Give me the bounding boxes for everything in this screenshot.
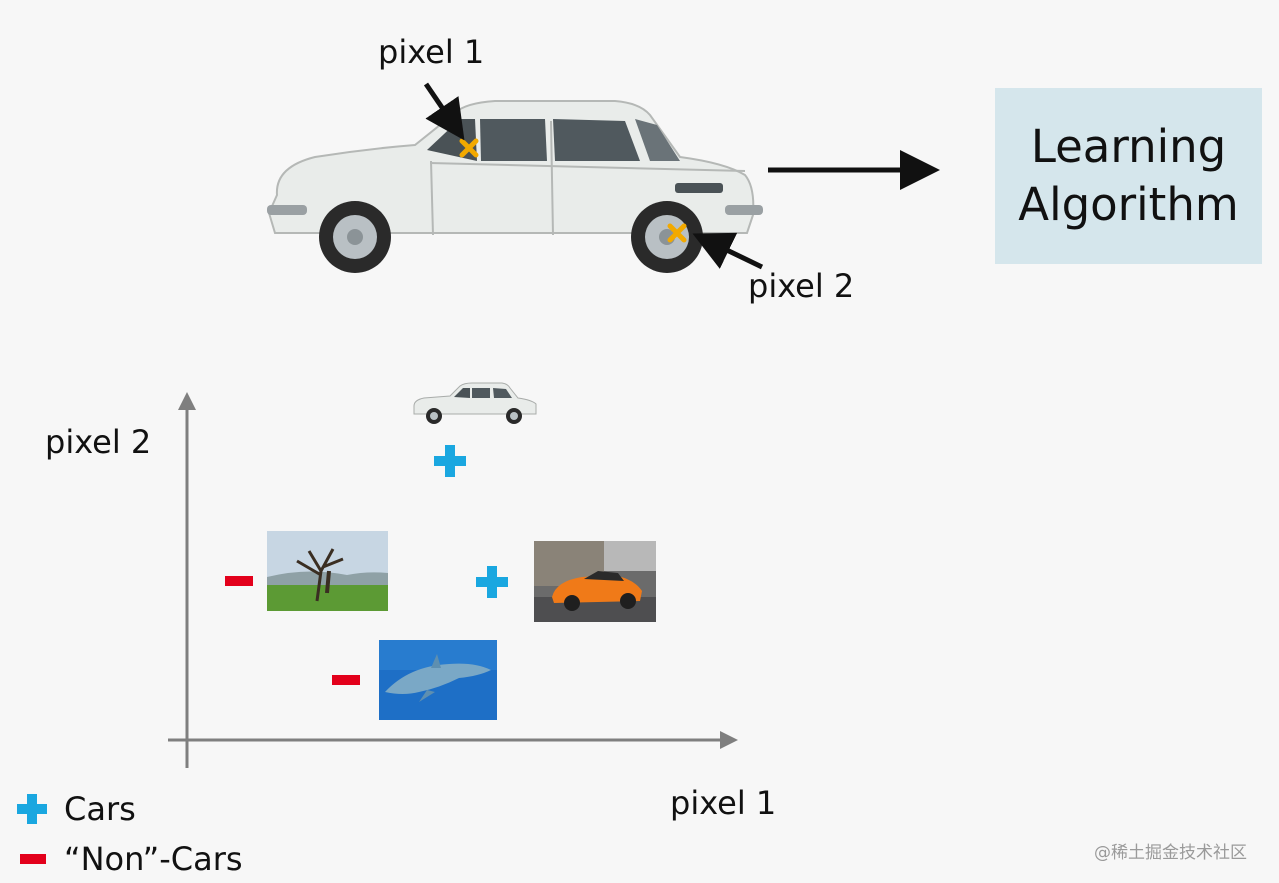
pixel-1-label: pixel 1 [378,33,485,71]
learning-algorithm-box: Learning Algorithm [995,88,1262,264]
pixel-1-arrow [423,82,465,141]
small-car-image [413,382,537,424]
pixel-2-label: pixel 2 [748,267,855,305]
car-image [267,100,763,273]
watermark: @稀土掘金技术社区 [1094,843,1247,863]
legend-plus-icon [17,794,47,824]
y-axis-label: pixel 2 [45,423,152,461]
sports-car-image [534,541,656,622]
dolphin-image [379,640,497,720]
legend-non-cars-label: “Non”-Cars [64,840,243,878]
plus-marker-top [434,445,466,477]
pixel-2-arrow [692,232,764,270]
plus-marker-mid [476,566,508,598]
algorithm-line-1: Learning [1030,119,1227,173]
legend-cars-label: Cars [64,790,136,828]
legend-minus-icon [20,854,46,864]
tree-image [267,531,388,611]
pixel-2-marker [667,223,687,243]
minus-marker-tree [225,576,253,586]
x-axis-label: pixel 1 [670,784,777,822]
minus-marker-dolphin [332,675,360,685]
algorithm-line-2: Algorithm [1018,178,1239,231]
pixel-1-marker [459,138,479,158]
